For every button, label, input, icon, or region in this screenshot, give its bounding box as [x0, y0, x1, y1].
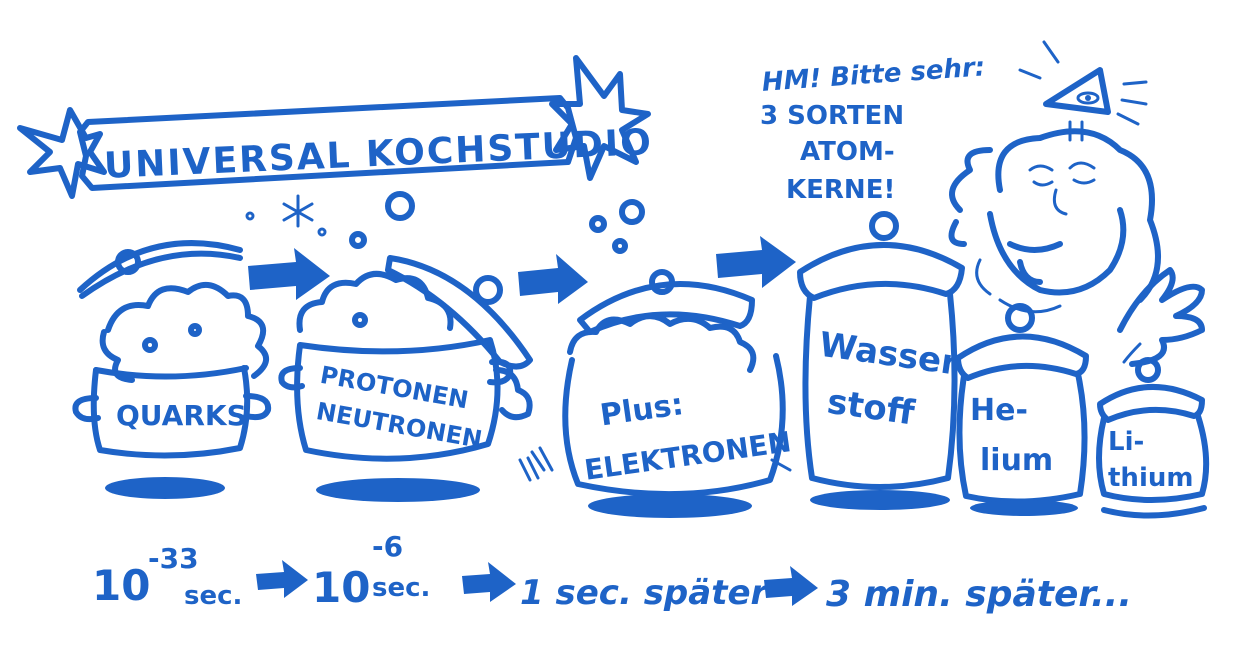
banner: UNIVERSAL KOCHSTUDIO — [17, 55, 654, 199]
timeline-arrow-1-icon — [256, 560, 308, 598]
pot-plus-label: Plus: — [598, 387, 686, 433]
jar-helium: He- lium — [955, 303, 1089, 516]
arrow-2-icon — [518, 254, 588, 304]
pot-protonen-neutronen: PROTONEN NEUTRONEN — [278, 255, 546, 502]
time-2-exponent: -6 — [372, 530, 403, 563]
time-1-base: 10 — [92, 561, 150, 610]
sparkle-icon — [245, 194, 327, 237]
pot-elektronen-label: ELEKTRONEN — [582, 425, 793, 487]
speech-line-2: 3 SORTEN — [760, 101, 904, 131]
bearded-character — [948, 40, 1205, 367]
time-1-unit: sec. — [184, 581, 242, 611]
jar-wasserstoff: Wasser stoff — [797, 211, 965, 510]
time-4: 3 min. später... — [826, 574, 1132, 615]
banner-ribbon — [77, 95, 579, 191]
left-star-icon — [17, 107, 107, 199]
pot-elektronen: Plus: ELEKTRONEN — [526, 269, 793, 518]
time-2-base: 10 — [312, 563, 370, 612]
timeline: 10 -33 sec. 10 -6 sec. 1 sec. später 3 m… — [92, 530, 1132, 615]
jar-lium-label: lium — [980, 443, 1053, 478]
timeline-arrow-3-icon — [764, 566, 818, 606]
arrow-1-icon — [248, 248, 330, 300]
timeline-arrow-2-icon — [462, 562, 516, 602]
jar-lithium: Li- thium — [1096, 357, 1210, 519]
time-1-exponent: -33 — [148, 542, 199, 575]
time-3: 1 sec. später — [520, 573, 770, 613]
banner-title: UNIVERSAL KOCHSTUDIO — [103, 122, 654, 187]
speech-line-1: HM! Bitte sehr: — [761, 52, 986, 98]
speech-text: HM! Bitte sehr: 3 SORTEN ATOM- KERNE! — [760, 52, 986, 205]
speech-line-3: ATOM- — [800, 137, 895, 167]
pot-quarks: QUARKS — [72, 240, 272, 499]
jar-li-label: Li- — [1108, 427, 1144, 457]
jar-stoff-label: stoff — [825, 382, 918, 434]
right-star-icon — [549, 55, 651, 181]
speech-line-4: KERNE! — [786, 175, 895, 205]
jar-wasser-label: Wasser — [817, 325, 961, 384]
time-2-unit: sec. — [372, 573, 430, 603]
eye-icon — [1018, 40, 1148, 126]
jar-thium-label: thium — [1108, 463, 1193, 493]
arrow-3-icon — [716, 236, 796, 288]
jar-he-label: He- — [970, 393, 1028, 428]
pot-quarks-label: QUARKS — [116, 399, 247, 432]
